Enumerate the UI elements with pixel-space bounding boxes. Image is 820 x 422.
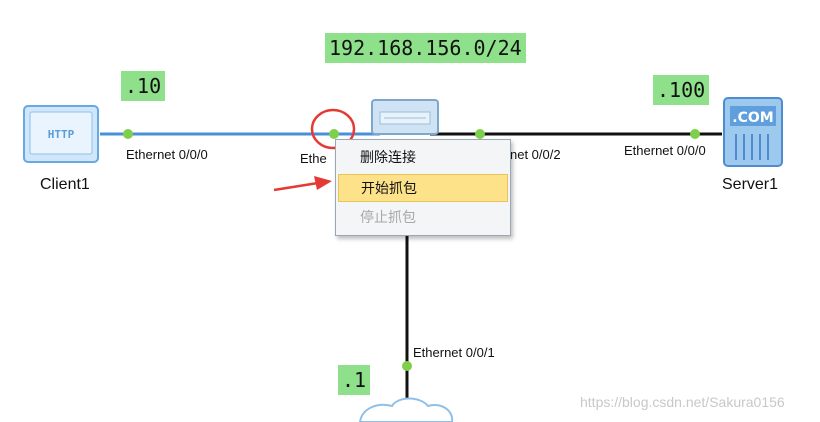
switch-left-port-dot[interactable] <box>329 129 339 139</box>
menu-item-stop-capture[interactable]: 停止抓包 <box>360 210 416 226</box>
client1-icon[interactable]: HTTP <box>23 105 99 163</box>
client1-label: Client1 <box>40 176 90 193</box>
switch-right-port-dot[interactable] <box>475 129 485 139</box>
cloud-icon[interactable] <box>358 397 454 422</box>
switch-down-port-dot[interactable] <box>402 361 412 371</box>
client-port-dot[interactable] <box>123 129 133 139</box>
client-port-label: Ethernet 0/0/0 <box>126 147 208 162</box>
client-icon-text: HTTP <box>48 128 75 141</box>
server-host-tag: .100 <box>653 75 710 105</box>
switch-down-port-label: Ethernet 0/0/1 <box>413 345 495 360</box>
server1-icon[interactable]: .COM <box>723 97 783 167</box>
watermark: https://blog.csdn.net/Sakura0156 <box>580 394 785 410</box>
server-port-label: Ethernet 0/0/0 <box>624 143 706 158</box>
subnet-label: 192.168.156.0/24 <box>325 33 526 63</box>
server-icon-text: .COM <box>732 110 773 126</box>
annotation-circle <box>310 108 356 150</box>
server1-label: Server1 <box>722 176 779 193</box>
switch-icon[interactable] <box>371 99 439 135</box>
menu-item-delete-connection[interactable]: 删除连接 <box>360 150 416 166</box>
switch-right-port-label: net 0/0/2 <box>510 147 561 162</box>
context-menu: 删除连接 开始抓包 停止抓包 <box>335 139 511 236</box>
menu-item-start-capture[interactable]: 开始抓包 <box>338 174 508 202</box>
switch-left-port-label: Ethe <box>300 151 327 166</box>
client-host-tag: .10 <box>121 71 166 101</box>
server-port-dot[interactable] <box>690 129 700 139</box>
annotation-arrow-icon <box>273 176 332 192</box>
cloud-host-tag: .1 <box>338 365 371 395</box>
